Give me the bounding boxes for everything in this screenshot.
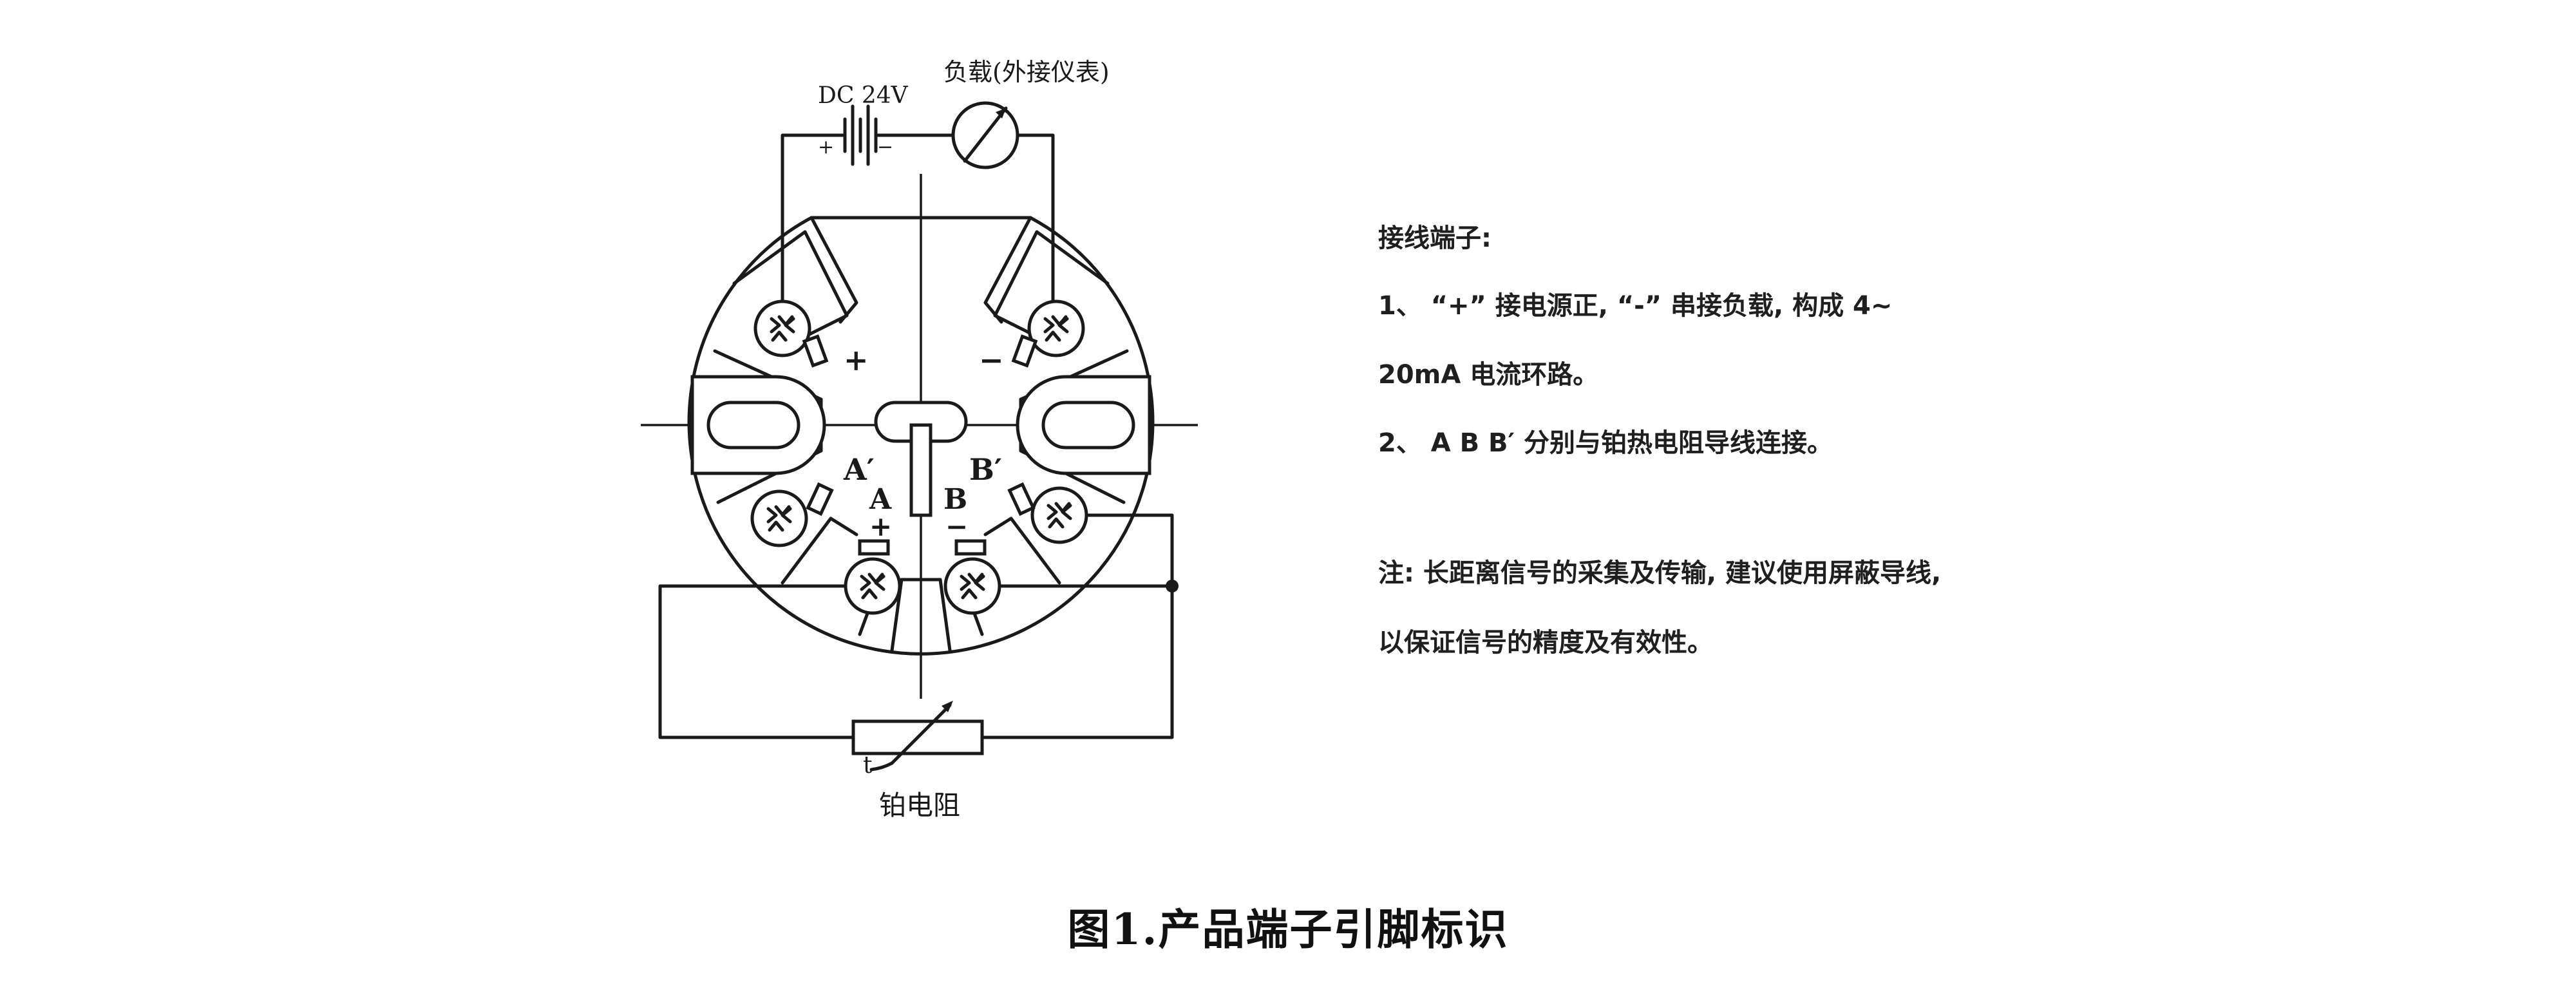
notes-remark-line-2: 以保证信号的精度及有效性。 [1378,628,1713,658]
mounting-ear-right [1016,375,1151,475]
screw-terminal-top-left [753,299,829,368]
terminal-b-prime-label: B′ [969,452,1002,487]
notes-item-2: 2、 A B B′ 分别与铂热电阻导线连接。 [1378,428,1833,458]
figure-caption: 图1.产品端子引脚标识 [1067,904,1509,954]
terminal-b-label: B [943,483,967,516]
notes-heading: 接线端子: [1378,223,1492,253]
rtd-label: 铂电阻 [879,790,960,821]
supply-minus-label: − [877,136,893,158]
supply-plus-label: + [818,136,834,158]
load-label: 负载(外接仪表) [943,58,1110,86]
terminal-minus-label: − [979,343,1004,377]
rtd-resistor-icon [851,701,984,772]
screw-terminal-mid-right [1007,482,1088,544]
terminal-b-minus-label: − [945,511,968,542]
terminal-a-label: A [869,483,892,516]
center-slot [874,401,968,517]
notes-item-1-line-1: 1、 “+” 接电源正, “-” 串接负载, 构成 4~ [1378,291,1893,321]
screw-terminal-mid-left [750,482,834,547]
battery-icon [835,104,891,166]
supply-label: DC 24V [818,82,909,109]
rtd-loop-wires [658,513,1179,739]
notes-item-1-line-2: 20mA 电流环路。 [1378,360,1599,390]
terminal-a-prime-label: A′ [843,452,875,487]
screw-terminal-top-right [1011,299,1085,368]
mounting-ear-left [690,375,826,475]
terminal-a-plus-label: + [869,511,892,542]
meter-icon [951,101,1019,169]
screw-terminal-bottom-left [844,539,902,615]
rtd-t-label: t [863,752,873,779]
terminal-plus-label: + [844,343,869,377]
notes-remark-line-1: 注: 长距离信号的采集及传输, 建议使用屏蔽导线, [1378,558,1942,588]
screw-terminal-bottom-right [943,539,1001,615]
